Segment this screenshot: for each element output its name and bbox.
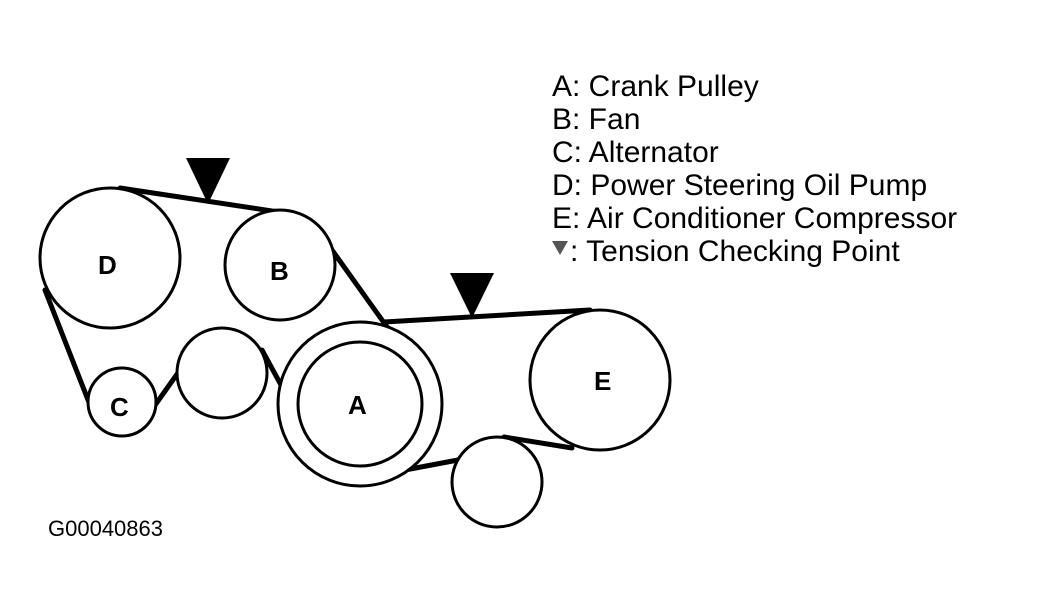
legend-item-tension-text: : Tension Checking Point <box>570 235 900 268</box>
pulley-c <box>86 366 158 438</box>
belt-segment-a-e <box>381 307 593 325</box>
belt-segment-d-b <box>117 185 295 217</box>
pulley-e <box>528 308 672 452</box>
idler-pulley-lower <box>450 435 544 529</box>
pulley-c-label: C <box>110 392 129 422</box>
tension-triangle-icon <box>552 241 568 255</box>
legend-item-tension: : Tension Checking Point <box>552 235 957 268</box>
belt-segment-c-d <box>42 287 93 408</box>
belt-segment-e-idler <box>501 434 575 451</box>
pulley-a-inner <box>296 340 424 468</box>
pulley-d-label: D <box>98 250 117 280</box>
legend-item-e: E: Air Conditioner Compressor <box>552 202 957 235</box>
legend-item-d: D: Power Steering Oil Pump <box>552 169 957 202</box>
legend: A: Crank Pulley B: Fan C: Alternator D: … <box>552 70 957 268</box>
tension-point-marker-upper <box>186 158 230 204</box>
belt-segment-idler-c <box>150 367 183 411</box>
legend-item-b: B: Fan <box>552 103 957 136</box>
legend-item-d-text: D: Power Steering Oil Pump <box>552 169 928 202</box>
legend-item-a: A: Crank Pulley <box>552 70 957 103</box>
pulley-a-label: A <box>348 390 367 420</box>
figure-id: G00040863 <box>48 516 163 541</box>
idler-pulley-upper <box>175 326 269 420</box>
pulley-b <box>223 208 337 322</box>
pulley-d <box>38 186 182 330</box>
tension-point-marker-right <box>450 273 494 318</box>
legend-item-b-text: B: Fan <box>552 103 641 136</box>
legend-item-c: C: Alternator <box>552 136 957 169</box>
legend-item-e-text: E: Air Conditioner Compressor <box>552 202 958 235</box>
legend-item-c-text: C: Alternator <box>552 136 719 169</box>
belt-segment-idler-a <box>402 457 461 473</box>
legend-item-a-text: A: Crank Pulley <box>552 70 759 103</box>
pulley-e-label: E <box>594 366 611 396</box>
pulley-b-label: B <box>270 256 289 286</box>
